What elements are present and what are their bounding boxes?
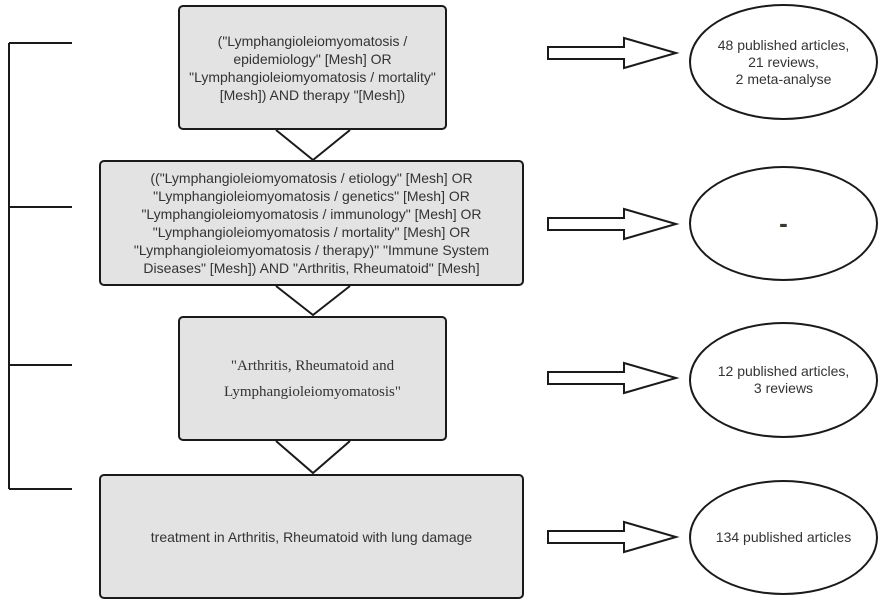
query-box-3: "Arthritis, Rheumatoid and Lymphangiolei… (178, 316, 447, 441)
query-box-3-text: "Arthritis, Rheumatoid and Lymphangiolei… (224, 357, 401, 400)
query-box-1-text: ("Lymphangioleiomyomatosis / epidemiolog… (189, 32, 436, 103)
query-box-2-text: (("Lymphangioleiomyomatosis / etiology" … (133, 170, 490, 276)
result-ellipse-2: - (689, 166, 878, 281)
down-chevron-1 (275, 129, 351, 162)
query-box-1: ("Lymphangioleiomyomatosis / epidemiolog… (178, 5, 447, 130)
right-arrow-1 (547, 36, 680, 70)
result-ellipse-1: 48 published articles, 21 reviews, 2 met… (689, 4, 878, 120)
result-ellipse-4: 134 published articles (689, 480, 878, 595)
down-chevron-2 (275, 285, 351, 317)
down-chevron-3 (275, 440, 351, 475)
query-box-4: treatment in Arthritis, Rheumatoid with … (99, 474, 524, 599)
right-arrow-2 (547, 207, 680, 241)
right-arrow-3 (547, 361, 680, 395)
result-ellipse-3: 12 published articles, 3 reviews (689, 322, 878, 438)
result-3-text: 12 published articles, 3 reviews (717, 363, 850, 396)
result-2-text: - (779, 208, 788, 238)
left-bracket (8, 42, 72, 490)
query-box-4-text: treatment in Arthritis, Rheumatoid with … (150, 528, 473, 545)
result-4-text: 134 published articles (715, 529, 852, 545)
right-arrow-4 (547, 520, 680, 554)
query-box-2: (("Lymphangioleiomyomatosis / etiology" … (99, 160, 524, 286)
result-1-text: 48 published articles, 21 reviews, 2 met… (717, 36, 850, 87)
